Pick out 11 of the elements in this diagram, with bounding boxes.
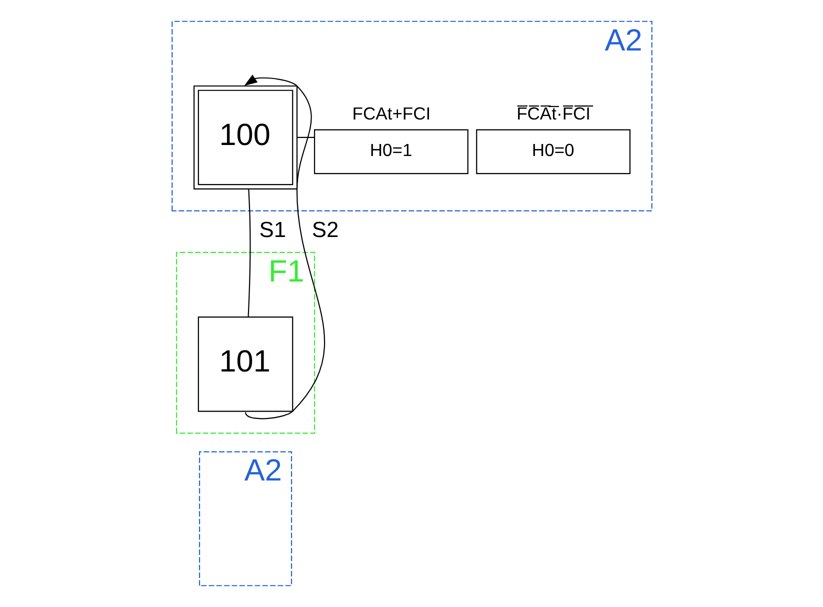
connector [247, 189, 250, 317]
node-box: 101 [197, 316, 293, 412]
connector [296, 136, 314, 138]
node-label: FCAt+FCI [352, 104, 430, 124]
node-box: 100 [193, 85, 298, 190]
node-box: H0=0 [476, 129, 630, 174]
node-box: H0=1 [313, 129, 468, 174]
edge-label: S1 [258, 217, 286, 242]
node-box: A2 [198, 451, 292, 586]
arrow [244, 74, 324, 420]
edge-label: S2 [311, 217, 338, 242]
